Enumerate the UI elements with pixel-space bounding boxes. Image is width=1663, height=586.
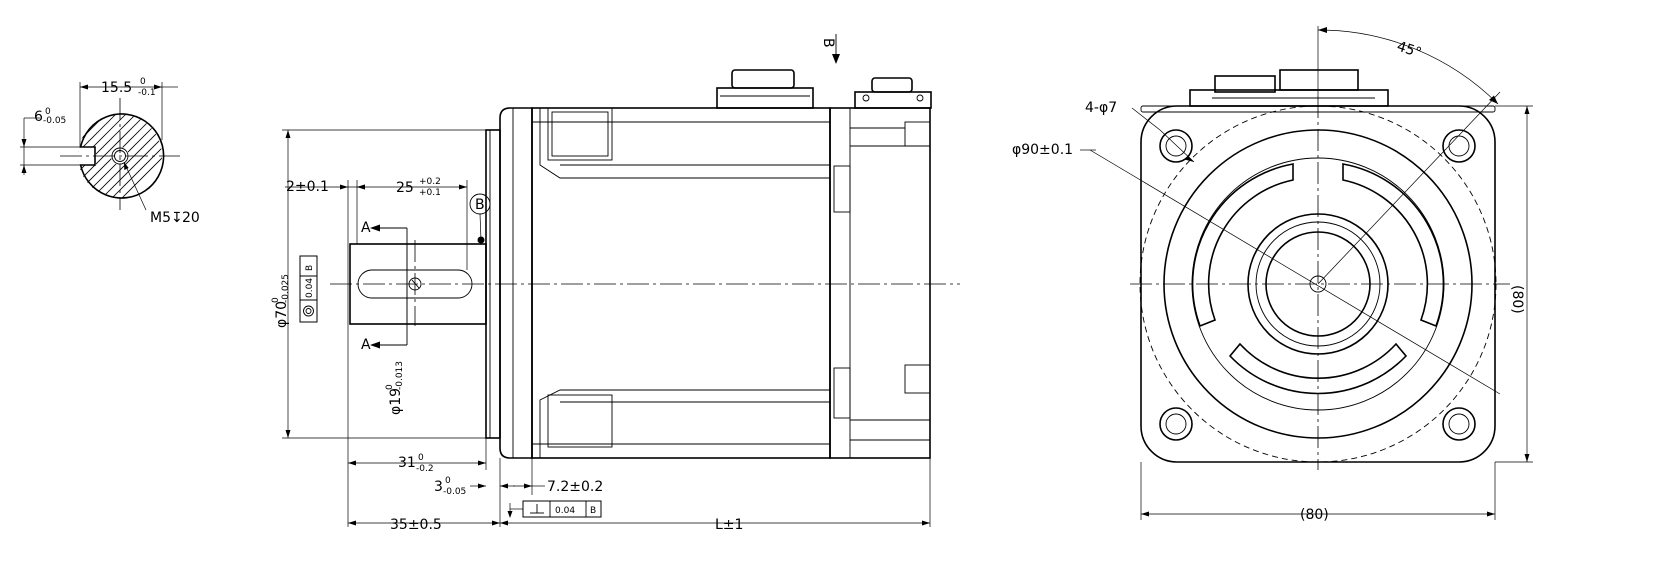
svg-text:0.04: 0.04 <box>555 506 575 516</box>
svg-text:-0.2: -0.2 <box>416 464 434 474</box>
svg-text:0: 0 <box>271 297 281 303</box>
dim-7-2: 7.2±0.2 <box>547 479 603 495</box>
mounting-holes <box>1159 129 1476 441</box>
dim-2: 2±0.1 <box>286 179 329 195</box>
arc-slots <box>1191 163 1445 395</box>
encoder-connector <box>854 77 932 109</box>
svg-text:-0.1: -0.1 <box>138 88 156 98</box>
svg-text:+0.2: +0.2 <box>419 177 441 187</box>
section-marker-top: A <box>361 220 371 236</box>
shaft-section-view: 15.5 0 -0.1 6 0 -0.05 M5 ↧ 20 <box>20 77 200 226</box>
svg-text:0: 0 <box>418 453 424 463</box>
angle-label: 45° <box>1395 39 1424 62</box>
dim-25: 25 <box>396 180 414 196</box>
svg-text:0: 0 <box>45 107 51 117</box>
keyway <box>357 269 473 299</box>
svg-text:-0.05: -0.05 <box>443 487 466 497</box>
shaft <box>349 243 487 325</box>
pcd-label: φ90±0.1 <box>1012 142 1073 158</box>
motor-side-view: B A A 2±0.1 25 +0.2 +0.1 B <box>271 34 960 533</box>
dim-35: 35±0.5 <box>390 517 442 533</box>
flange <box>499 107 533 459</box>
motor-front-view: 4-φ7 φ90±0.1 45° (80) (80) <box>1012 26 1533 523</box>
motor-body <box>531 107 831 459</box>
power-connector <box>716 69 814 109</box>
view-b-label: B <box>820 38 836 48</box>
svg-text:0: 0 <box>445 476 451 486</box>
dim-31: 31 <box>398 455 416 471</box>
svg-text:B: B <box>590 506 596 516</box>
width-dim: (80) <box>1300 507 1329 523</box>
svg-text:20: 20 <box>182 210 200 226</box>
section-marker-bottom: A <box>361 337 371 353</box>
svg-text:+0.1: +0.1 <box>419 188 441 198</box>
svg-text:↧: ↧ <box>171 210 183 226</box>
svg-text:0: 0 <box>140 77 146 87</box>
svg-text:B: B <box>475 197 485 213</box>
svg-text:-0.025: -0.025 <box>281 274 291 303</box>
holes-label: 4-φ7 <box>1085 100 1117 116</box>
dim-phi70: φ70 <box>274 301 290 328</box>
section-width-dim: 15.5 <box>101 80 132 96</box>
section-outline <box>79 113 165 199</box>
dim-L: L±1 <box>715 517 743 533</box>
thread-spec: M5 <box>150 210 171 226</box>
key-width-dim: 6 <box>34 109 43 125</box>
height-dim: (80) <box>1509 285 1525 314</box>
concentricity-frame: 0.04 B <box>299 255 318 323</box>
dim-3: 3 <box>434 479 443 495</box>
dim-phi19: φ19 <box>388 388 404 415</box>
svg-text:-0.013: -0.013 <box>395 361 405 390</box>
hub <box>1247 213 1389 355</box>
svg-text:0: 0 <box>385 384 395 390</box>
svg-text:-0.05: -0.05 <box>43 116 66 126</box>
svg-text:B: B <box>305 265 315 271</box>
perpendicularity-frame: 0.04 B <box>507 500 602 518</box>
svg-text:0.04: 0.04 <box>305 278 315 298</box>
end-cap <box>829 107 931 459</box>
